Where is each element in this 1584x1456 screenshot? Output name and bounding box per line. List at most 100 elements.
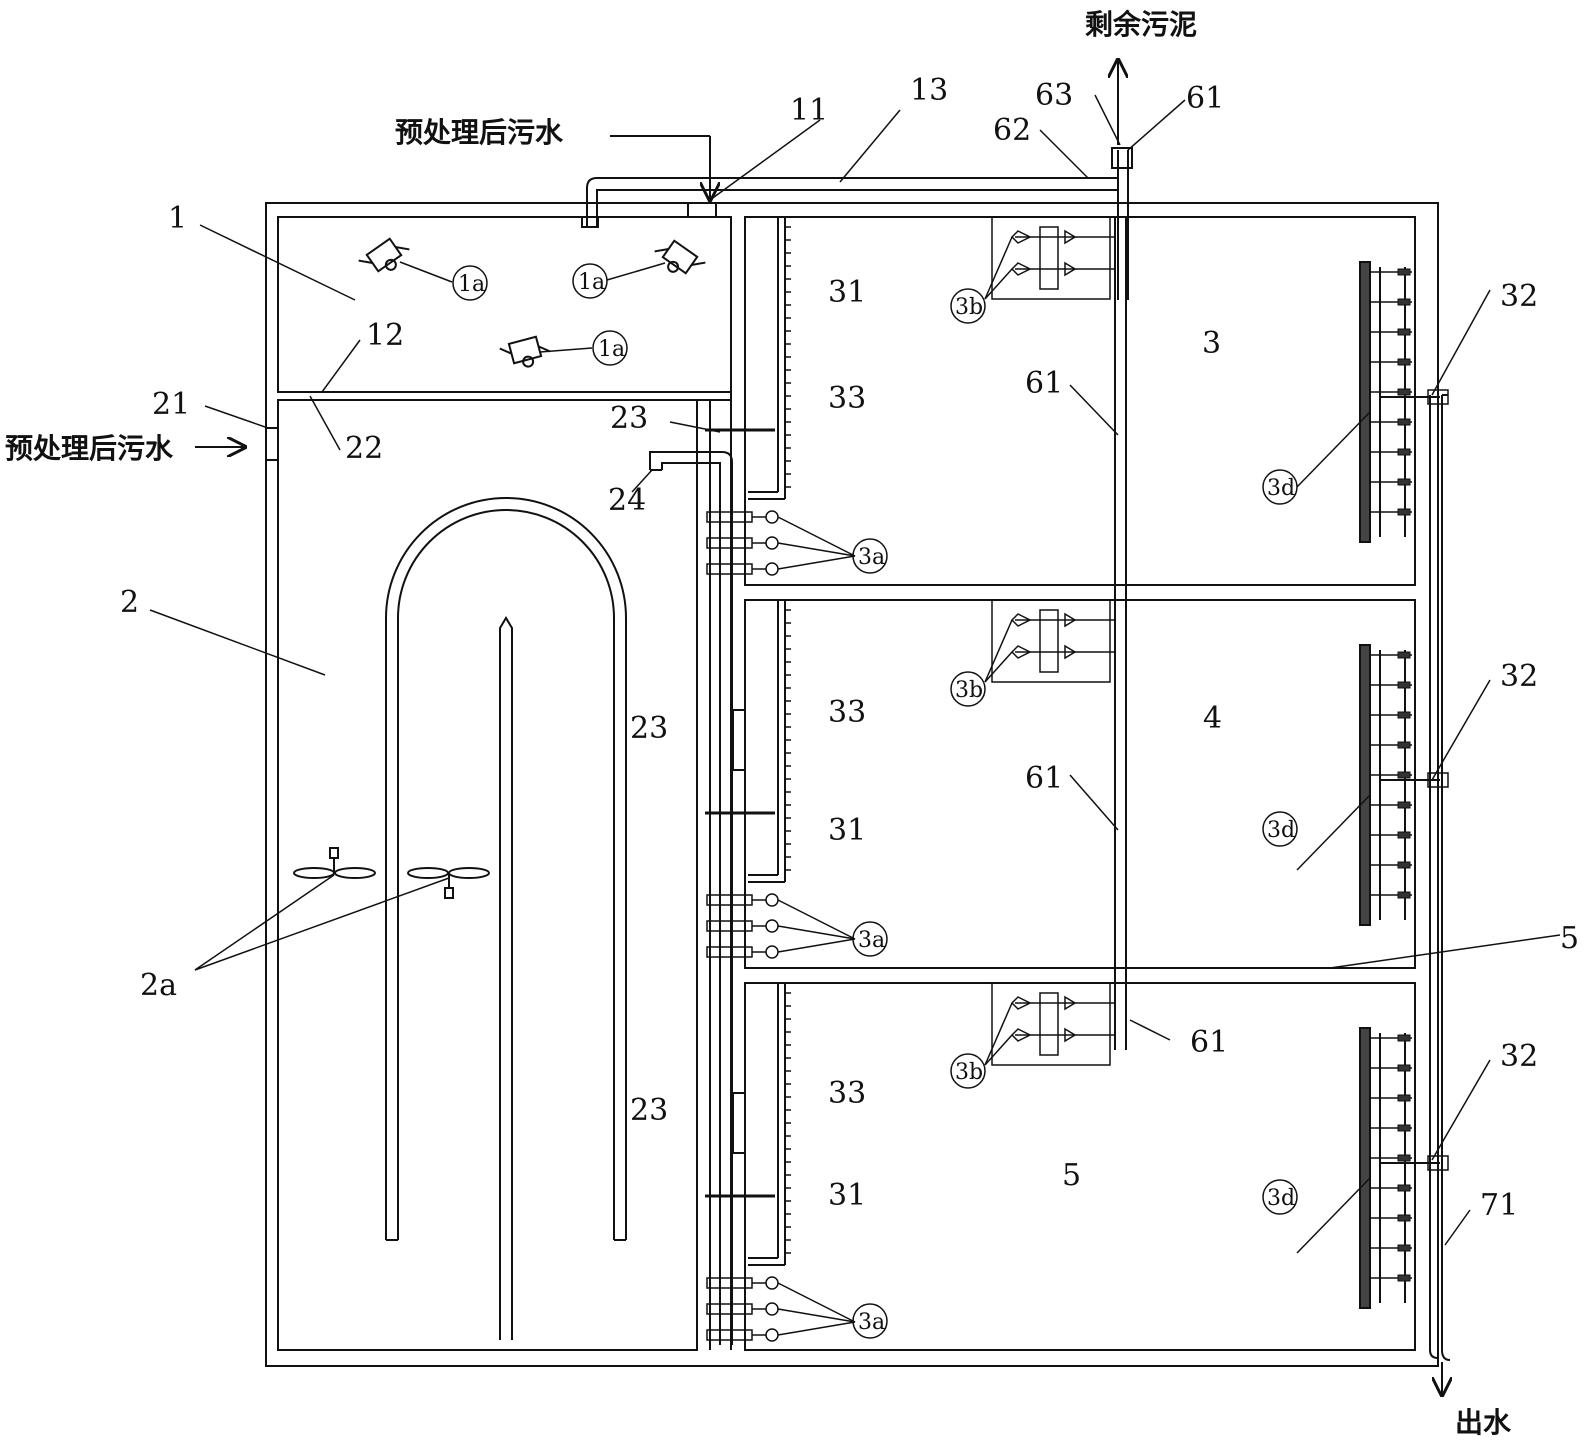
label-71: 71 bbox=[1480, 1188, 1518, 1223]
labels: 剩余污泥 预处理后污水 预处理后污水 出水 1 2 3 4 5 5 11 12 … bbox=[5, 8, 1579, 1439]
valve-icon bbox=[1064, 644, 1077, 660]
label-33-c: 33 bbox=[828, 1076, 866, 1111]
label-61-a: 61 bbox=[1025, 366, 1063, 401]
valve-icon bbox=[1039, 992, 1059, 1056]
membrane-module-icon bbox=[1397, 861, 1411, 869]
arrow-icon bbox=[195, 60, 1442, 1395]
label-3: 3 bbox=[1202, 326, 1221, 361]
valve-icon bbox=[1010, 613, 1032, 627]
valve-icon bbox=[765, 893, 779, 907]
leader-3b bbox=[984, 268, 1013, 300]
circle-label-1a: 1a bbox=[578, 270, 605, 295]
label-11: 11 bbox=[790, 93, 828, 128]
pipe-13 bbox=[581, 147, 1133, 300]
circle-label-3a: 3a bbox=[858, 1310, 885, 1335]
leader-3d bbox=[1296, 1177, 1371, 1254]
circle-label-3d: 3d bbox=[1267, 1186, 1295, 1211]
membrane-module-icon bbox=[1397, 448, 1411, 456]
valve-icon bbox=[765, 919, 779, 933]
label-23-c: 23 bbox=[630, 1093, 668, 1128]
valve-icon bbox=[1064, 1027, 1077, 1043]
leader-3b bbox=[984, 1002, 1013, 1066]
label-2: 2 bbox=[120, 585, 139, 620]
label-61-c: 61 bbox=[1190, 1025, 1228, 1060]
leader-3a bbox=[777, 1308, 856, 1323]
leader-3a bbox=[777, 516, 856, 557]
membrane-module-icon bbox=[1397, 1034, 1411, 1042]
membrane-module-icon bbox=[1397, 801, 1411, 809]
leader-lines bbox=[149, 94, 1561, 1246]
circle-label-1a: 1a bbox=[598, 337, 625, 362]
valve-icon bbox=[1010, 645, 1032, 659]
label-31-a: 31 bbox=[828, 275, 866, 310]
label-33-a: 33 bbox=[828, 381, 866, 416]
membrane-module-icon bbox=[1397, 1244, 1411, 1252]
valve-icon bbox=[1064, 612, 1077, 628]
valve-icon bbox=[765, 536, 779, 550]
label-63: 63 bbox=[1035, 78, 1073, 113]
valve-icon bbox=[1064, 261, 1077, 277]
leader-3a bbox=[777, 1321, 856, 1336]
leader-3a bbox=[777, 899, 856, 940]
valve-icon bbox=[1064, 229, 1077, 245]
circle-label-3a: 3a bbox=[858, 928, 885, 953]
valve-icon bbox=[1039, 226, 1059, 290]
leader-3d bbox=[1296, 411, 1371, 488]
surface-aerator-icon bbox=[358, 237, 706, 368]
circle-label-3b: 3b bbox=[955, 678, 983, 703]
gate-23 bbox=[732, 709, 746, 771]
valve-icon bbox=[765, 510, 779, 524]
circle-label-1a: 1a bbox=[458, 272, 485, 297]
membrane-module-icon bbox=[1397, 741, 1411, 749]
label-32-b: 32 bbox=[1500, 659, 1538, 694]
membrane-module-icon bbox=[1397, 418, 1411, 426]
membrane-module-icon bbox=[1397, 298, 1411, 306]
membrane-module-icon bbox=[1397, 328, 1411, 336]
membrane-module-icon bbox=[1397, 1094, 1411, 1102]
valve-icon bbox=[991, 216, 1111, 300]
leader-3a bbox=[777, 542, 856, 557]
valve-icon bbox=[765, 1302, 779, 1316]
valve-icon bbox=[1039, 609, 1059, 673]
label-13: 13 bbox=[910, 73, 948, 108]
membrane-module-icon bbox=[1359, 261, 1371, 543]
label-5-pointer: 5 bbox=[1560, 921, 1579, 956]
pipe-61 bbox=[1114, 217, 1127, 1050]
label-23-a: 23 bbox=[610, 401, 648, 436]
label-31-c: 31 bbox=[828, 1178, 866, 1213]
membrane-module-icon bbox=[1397, 1064, 1411, 1072]
reactor-chambers bbox=[705, 216, 1449, 1342]
valve-icon bbox=[765, 562, 779, 576]
circle-label-3a: 3a bbox=[858, 545, 885, 570]
membrane-module-icon bbox=[1397, 711, 1411, 719]
membrane-module-icon bbox=[1397, 388, 1411, 396]
membrane-module-icon bbox=[1397, 1154, 1411, 1162]
label-1: 1 bbox=[168, 201, 187, 236]
flow-guide-loop bbox=[385, 497, 627, 1340]
pipe-24 bbox=[649, 451, 733, 1345]
label-24: 24 bbox=[608, 483, 646, 518]
outlet-32 bbox=[1427, 772, 1449, 788]
circle-label-3d: 3d bbox=[1267, 818, 1295, 843]
mixer-propeller-icon bbox=[293, 847, 490, 899]
valve-icon bbox=[991, 599, 1111, 683]
leader-3a bbox=[777, 925, 856, 940]
valve-icon bbox=[765, 1328, 779, 1342]
outlet-32 bbox=[1427, 389, 1449, 405]
leader-3b bbox=[984, 1034, 1013, 1066]
valve-icon bbox=[1010, 262, 1032, 276]
valve-icon bbox=[1010, 996, 1032, 1010]
membrane-module-icon bbox=[1397, 651, 1411, 659]
label-21: 21 bbox=[152, 387, 190, 422]
gate-23 bbox=[732, 1092, 746, 1154]
membrane-module-icon bbox=[1397, 1274, 1411, 1282]
circle-label-3d: 3d bbox=[1267, 476, 1295, 501]
membrane-module-icon bbox=[1397, 358, 1411, 366]
valve-icon bbox=[765, 945, 779, 959]
leader-3a bbox=[777, 1282, 856, 1323]
membrane-module-icon bbox=[1397, 1184, 1411, 1192]
leader-3b bbox=[984, 619, 1013, 683]
membrane-module-icon bbox=[1397, 831, 1411, 839]
membrane-module-icon bbox=[1397, 508, 1411, 516]
